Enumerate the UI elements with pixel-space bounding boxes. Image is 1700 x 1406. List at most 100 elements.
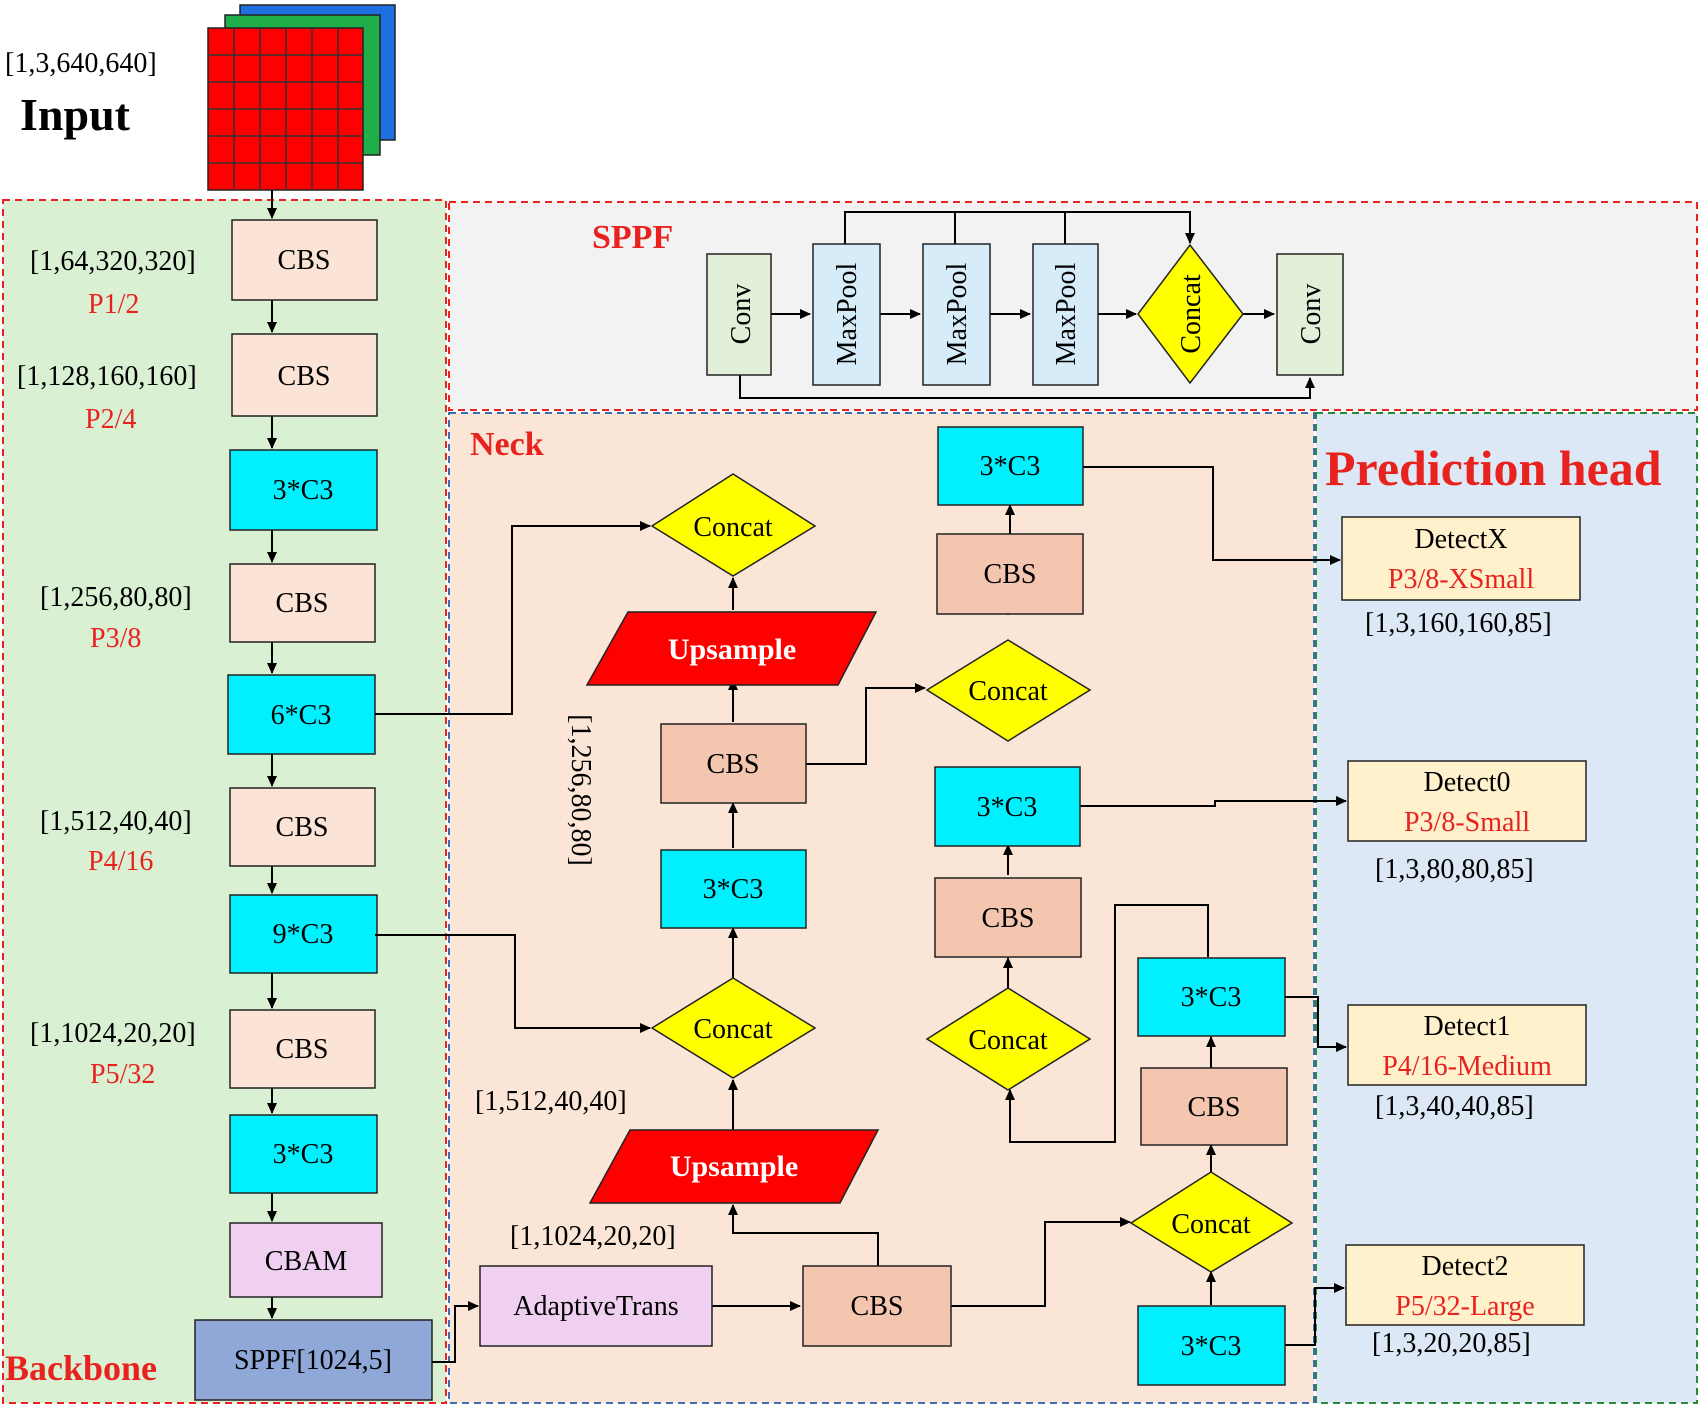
sppf-maxpool-2-label: MaxPool — [942, 262, 973, 365]
backbone-title: Backbone — [5, 1348, 157, 1388]
neck-concat-mid[interactable]: Concat — [650, 977, 817, 1079]
sppf-concat-label: Concat — [1176, 274, 1207, 354]
sppf-concat[interactable]: Concat — [1137, 243, 1244, 385]
shape-label-p2: [1,128,160,160] — [17, 361, 197, 392]
neck-c3-mid-label: 3*C3 — [703, 874, 764, 905]
neck-c3-r2-label: 3*C3 — [977, 792, 1038, 823]
neck-concat-bottom[interactable]: Concat — [1129, 1171, 1294, 1273]
neck-adaptive-trans[interactable]: AdaptiveTrans — [479, 1265, 713, 1347]
backbone-c3-3[interactable]: 9*C3 — [229, 894, 378, 974]
backbone-cbs-3-label: CBS — [276, 588, 329, 619]
neck-c3-bottom[interactable]: 3*C3 — [1137, 1305, 1286, 1386]
shape-label-p4: [1,512,40,40] — [40, 806, 192, 837]
neck-c3-low[interactable]: 3*C3 — [1137, 957, 1286, 1037]
detect-2-shape: [1,3,20,20,85] — [1372, 1328, 1531, 1359]
neck-concat-mid-label: Concat — [693, 1014, 773, 1045]
scale-label-p5: P5/32 — [90, 1059, 155, 1090]
neck-concat-r2[interactable]: Concat — [925, 639, 1092, 742]
sppf-maxpool-1[interactable]: MaxPool — [812, 243, 881, 386]
backbone-cbs-1[interactable]: CBS — [231, 219, 378, 301]
detect-2-label: Detect2 — [1421, 1251, 1508, 1282]
backbone-sppf-label: SPPF[1024,5] — [234, 1345, 392, 1376]
neck-upsample-top-label: Upsample — [668, 633, 796, 666]
detect-0-shape: [1,3,80,80,85] — [1375, 854, 1534, 885]
neck-c3-r1[interactable]: 3*C3 — [937, 426, 1084, 506]
detect-2[interactable]: Detect2 P5/32-Large — [1345, 1244, 1585, 1326]
input-tensor-icon — [207, 4, 396, 191]
neck-concat-r3[interactable]: Concat — [925, 987, 1092, 1091]
detect-1-shape: [1,3,40,40,85] — [1375, 1091, 1534, 1122]
neck-c3-r1-label: 3*C3 — [980, 451, 1041, 482]
neck-upsample-bottom-label: Upsample — [670, 1150, 798, 1183]
sppf-maxpool-1-label: MaxPool — [832, 262, 863, 365]
neck-upsample-top[interactable]: Upsample — [585, 611, 878, 686]
detect-0[interactable]: Detect0 P3/8-Small — [1347, 760, 1587, 842]
backbone-cbs-5[interactable]: CBS — [229, 1009, 376, 1089]
backbone-cbs-2-label: CBS — [278, 361, 331, 392]
neck-shape-256: [1,256,80,80] — [565, 714, 596, 866]
backbone-cbs-3[interactable]: CBS — [229, 563, 376, 643]
neck-cbs-r3-label: CBS — [982, 903, 1035, 934]
shape-label-p3: [1,256,80,80] — [40, 582, 192, 613]
detect-2-scale: P5/32-Large — [1395, 1291, 1534, 1322]
sppf-conv-2[interactable]: Conv — [1276, 253, 1344, 376]
neck-cbs-low[interactable]: CBS — [1140, 1067, 1288, 1146]
neck-concat-bottom-label: Concat — [1171, 1209, 1251, 1240]
backbone-cbs-4[interactable]: CBS — [229, 787, 376, 867]
neck-c3-low-label: 3*C3 — [1181, 982, 1242, 1013]
backbone-sppf[interactable]: SPPF[1024,5] — [194, 1319, 433, 1401]
detect-x[interactable]: DetectX P3/8-XSmall — [1341, 516, 1581, 601]
neck-cbs-mid-label: CBS — [707, 749, 760, 780]
neck-concat-top-label: Concat — [693, 512, 773, 543]
neck-cbs-r3[interactable]: CBS — [934, 877, 1082, 958]
scale-label-p4: P4/16 — [88, 846, 153, 877]
backbone-cbs-2[interactable]: CBS — [231, 333, 378, 417]
detect-x-scale: P3/8-XSmall — [1388, 564, 1534, 595]
neck-c3-mid[interactable]: 3*C3 — [660, 849, 807, 929]
scale-label-p1: P1/2 — [88, 289, 139, 320]
neck-concat-r3-label: Concat — [968, 1025, 1048, 1056]
backbone-cbs-5-label: CBS — [276, 1034, 329, 1065]
backbone-c3-1-label: 3*C3 — [273, 475, 334, 506]
input-title: Input — [20, 89, 131, 140]
neck-adaptive-trans-label: AdaptiveTrans — [513, 1291, 678, 1322]
neck-cbs-bottom[interactable]: CBS — [802, 1265, 952, 1347]
neck-cbs-bottom-label: CBS — [851, 1291, 904, 1322]
sppf-conv-1-label: Conv — [726, 284, 757, 345]
sppf-maxpool-2[interactable]: MaxPool — [922, 243, 991, 386]
detect-1[interactable]: Detect1 P4/16-Medium — [1347, 1004, 1587, 1086]
neck-cbs-low-label: CBS — [1188, 1092, 1241, 1123]
scale-label-p3: P3/8 — [90, 623, 141, 654]
detect-x-shape: [1,3,160,160,85] — [1365, 608, 1552, 639]
backbone-c3-1[interactable]: 3*C3 — [229, 449, 378, 531]
head-title: Prediction head — [1325, 440, 1662, 496]
sppf-maxpool-3[interactable]: MaxPool — [1032, 243, 1099, 386]
sppf-conv-1[interactable]: Conv — [706, 253, 772, 376]
scale-label-p2: P2/4 — [85, 404, 136, 435]
detect-x-label: DetectX — [1414, 524, 1507, 555]
neck-cbs-r2[interactable]: CBS — [936, 533, 1084, 615]
backbone-c3-2-label: 6*C3 — [271, 700, 332, 731]
shape-label-p5: [1,1024,20,20] — [30, 1018, 196, 1049]
backbone-cbs-1-label: CBS — [278, 245, 331, 276]
backbone-c3-3-label: 9*C3 — [273, 919, 334, 950]
neck-c3-r2[interactable]: 3*C3 — [934, 766, 1081, 847]
detect-1-scale: P4/16-Medium — [1382, 1051, 1552, 1082]
neck-concat-top[interactable]: Concat — [650, 473, 817, 577]
shape-label-p1: [1,64,320,320] — [30, 246, 196, 277]
input-shape-label: [1,3,640,640] — [5, 48, 157, 79]
detect-0-scale: P3/8-Small — [1404, 807, 1530, 838]
neck-shape-1024: [1,1024,20,20] — [510, 1221, 676, 1252]
backbone-c3-2[interactable]: 6*C3 — [227, 674, 376, 755]
neck-shape-512: [1,512,40,40] — [475, 1086, 627, 1117]
neck-upsample-bottom[interactable]: Upsample — [588, 1129, 880, 1204]
neck-cbs-mid[interactable]: CBS — [660, 723, 807, 804]
backbone-cbam[interactable]: CBAM — [229, 1222, 383, 1298]
detect-1-label: Detect1 — [1423, 1011, 1510, 1042]
backbone-cbs-4-label: CBS — [276, 812, 329, 843]
neck-c3-bottom-label: 3*C3 — [1181, 1331, 1242, 1362]
backbone-c3-4[interactable]: 3*C3 — [229, 1114, 378, 1194]
detect-0-label: Detect0 — [1423, 767, 1510, 798]
neck-concat-r2-label: Concat — [968, 676, 1048, 707]
